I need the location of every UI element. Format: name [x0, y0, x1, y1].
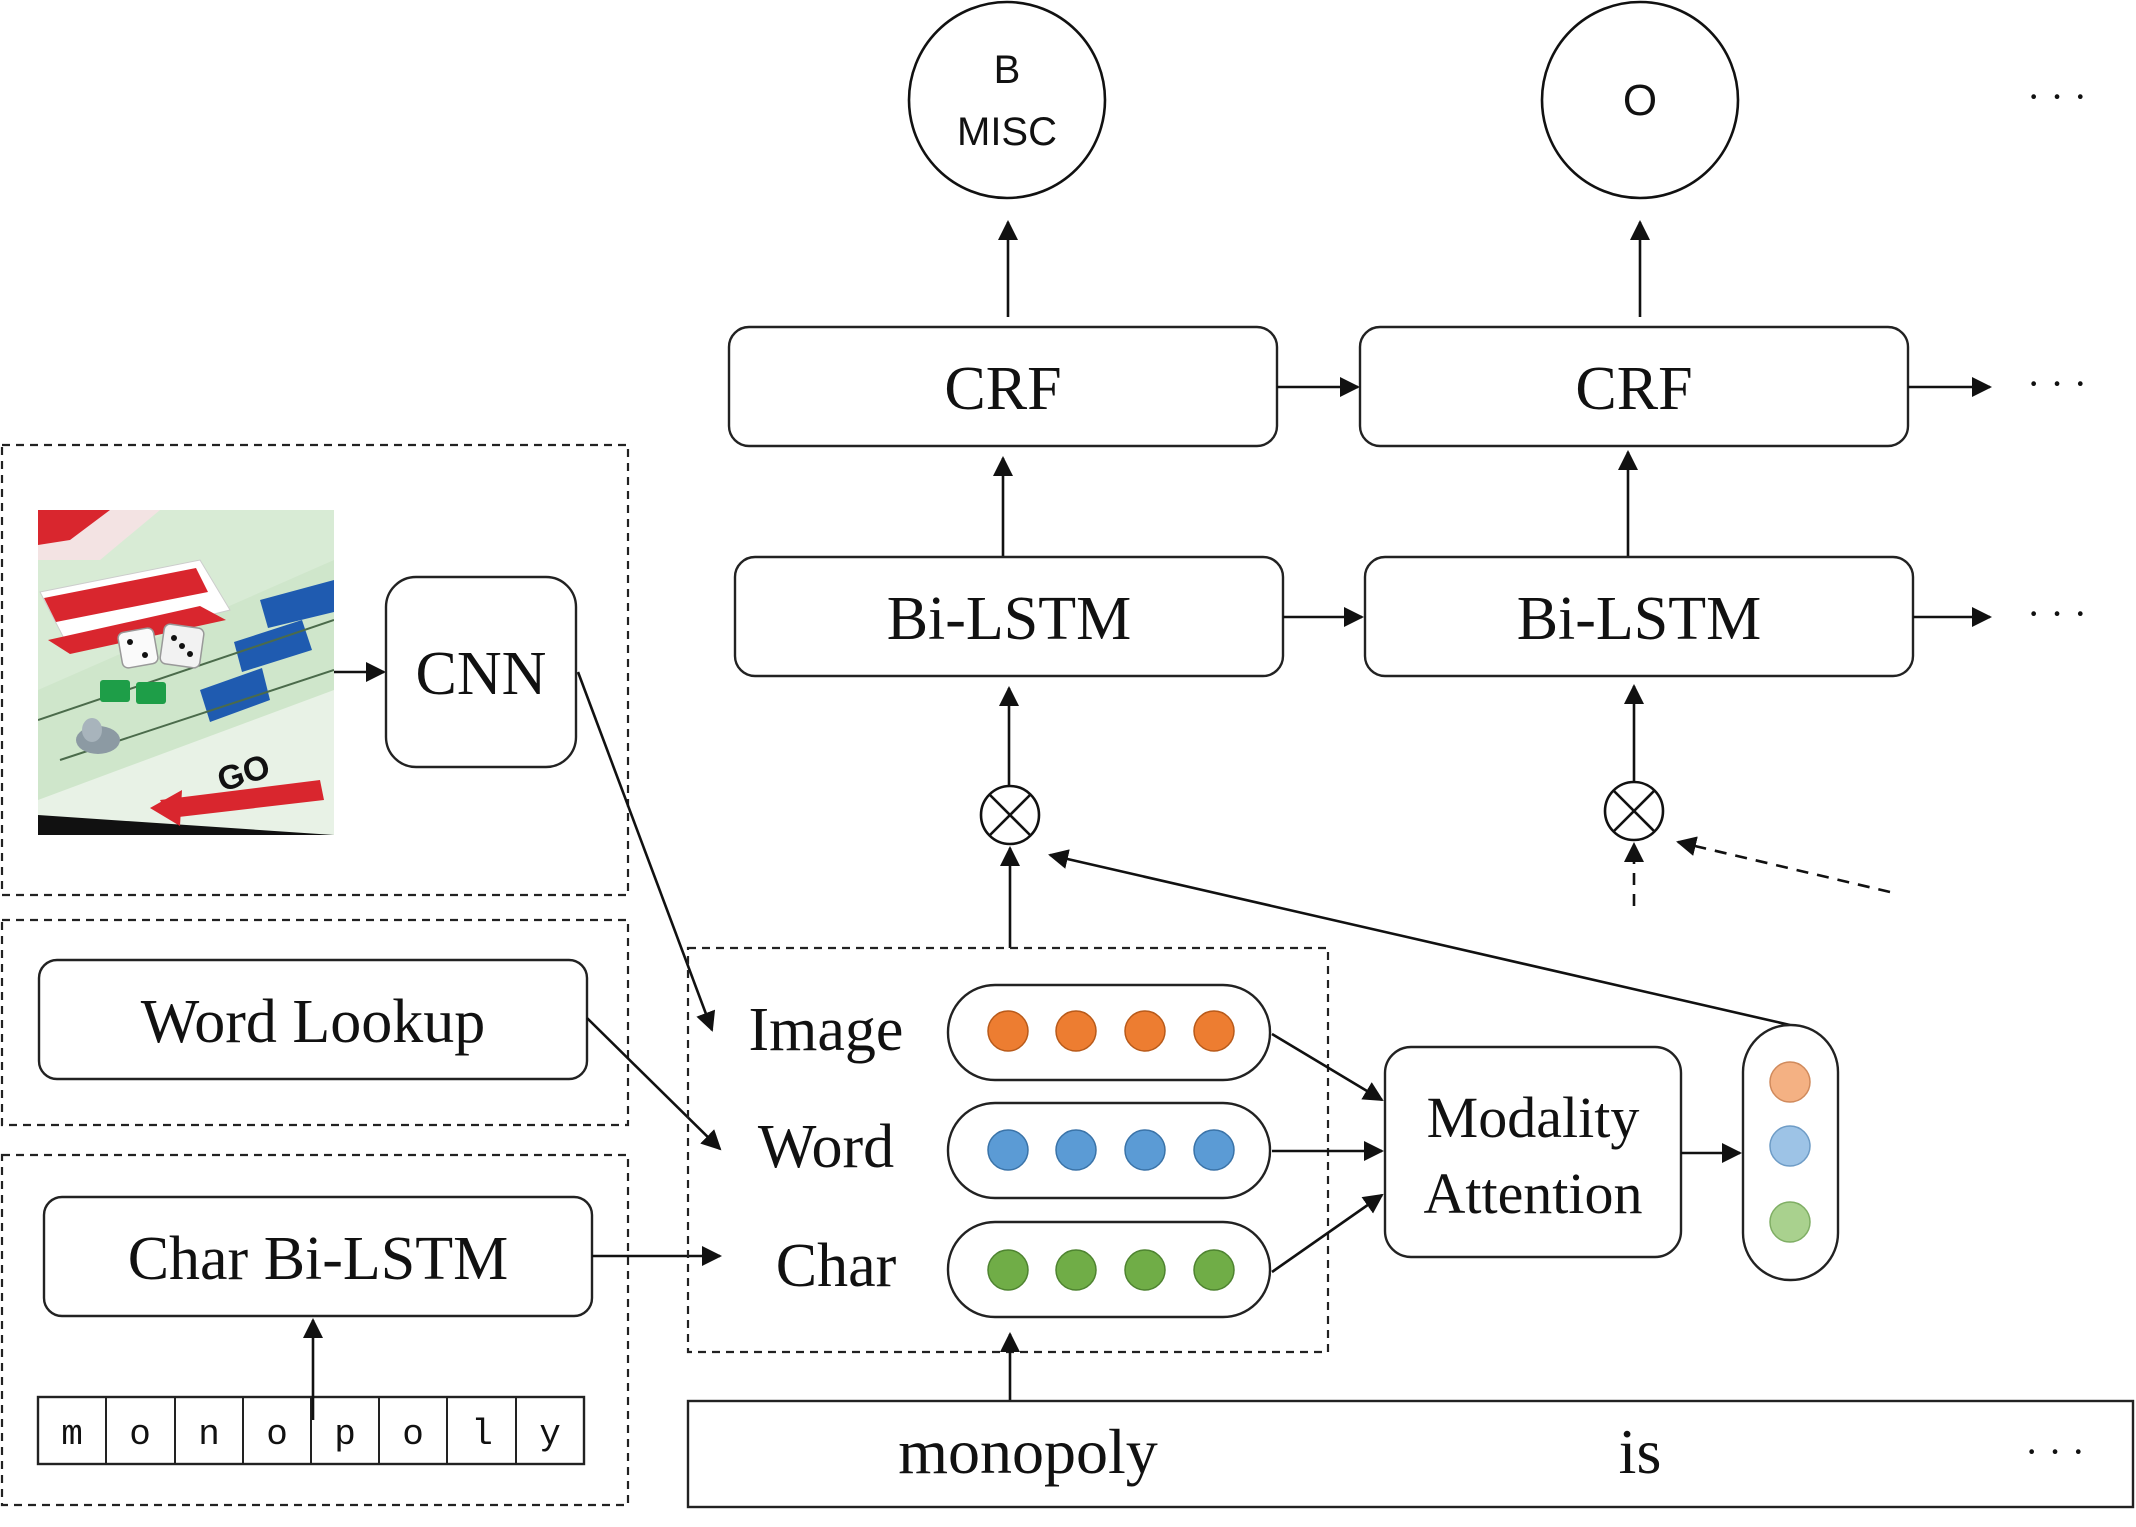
crf-ellipsis: · · ·: [2027, 361, 2087, 406]
arrow-image-vector-to-attention: [1271, 1032, 1384, 1102]
char-sequence: m o n o p o l y: [36, 1395, 586, 1466]
modality-label-image: Image: [749, 996, 904, 1064]
tag-b-text: B: [994, 48, 1021, 92]
modality-label-char: Char: [776, 1232, 897, 1300]
sentence-ellipsis: · · ·: [2025, 1429, 2085, 1474]
word-lookup-panel: [0, 918, 630, 1127]
tag-misc-text: MISC: [957, 110, 1057, 154]
cnn-box: CNN: [384, 575, 578, 769]
image-feature-vector: [946, 983, 1272, 1082]
arrow-word-lookup-to-word: [586, 1017, 722, 1151]
crf-box-1: CRF: [727, 325, 1279, 448]
word-lookup-label: Word Lookup: [141, 988, 486, 1056]
char-cell-5: o: [402, 1414, 424, 1455]
char-bilstm-box: Char Bi-LSTM: [42, 1195, 594, 1318]
arrow-cnn-to-image: [576, 671, 716, 1032]
arrow-char-vector-to-attention: [1271, 1193, 1384, 1274]
char-cell-7: y: [539, 1414, 561, 1455]
bilstm-label-1: Bi-LSTM: [887, 585, 1132, 653]
char-feature-vector: [946, 1220, 1272, 1319]
bilstm-ellipsis: · · ·: [2027, 591, 2087, 636]
monopoly-board-image: GO: [38, 510, 334, 835]
char-bilstm-label: Char Bi-LSTM: [128, 1225, 509, 1293]
crf-box-2: CRF: [1358, 325, 1910, 448]
sentence-word-is: is: [1619, 1416, 1662, 1487]
arrow-attention-to-mult1: [1048, 849, 1791, 1027]
image-panel: [0, 443, 630, 897]
bilstm-box-1: Bi-LSTM: [733, 555, 1285, 678]
multiply-node-1: [979, 784, 1041, 846]
char-cell-0: m: [61, 1414, 83, 1455]
crf-label-2: CRF: [1575, 355, 1692, 423]
output-tag-o: O: [1540, 0, 1740, 200]
char-cell-3: o: [266, 1414, 288, 1455]
sentence-word-monopoly: monopoly: [898, 1416, 1158, 1487]
output-tag-b-misc: B MISC: [907, 0, 1107, 200]
multiply-node-2: [1603, 780, 1665, 842]
cnn-label: CNN: [416, 640, 547, 708]
modality-label-word: Word: [758, 1113, 894, 1181]
bilstm-label-2: Bi-LSTM: [1517, 585, 1762, 653]
input-sentence-box: monopoly is · · ·: [686, 1399, 2135, 1509]
word-feature-vector: [946, 1101, 1272, 1200]
attention-label-line2: Attention: [1423, 1161, 1642, 1226]
attention-label-line1: Modality: [1427, 1085, 1640, 1150]
bilstm-box-2: Bi-LSTM: [1363, 555, 1915, 678]
output-ellipsis: · · ·: [2027, 74, 2087, 119]
tag-o-text: O: [1623, 76, 1657, 125]
char-panel: [0, 1153, 630, 1507]
modality-attention-box: Modality Attention: [1383, 1045, 1683, 1259]
char-cell-6: l: [471, 1414, 493, 1455]
attention-weights-vector: [1741, 1023, 1840, 1282]
word-lookup-box: Word Lookup: [37, 958, 589, 1081]
char-cell-2: n: [198, 1414, 220, 1455]
char-cell-1: o: [129, 1414, 151, 1455]
char-cell-4: p: [334, 1414, 356, 1455]
dashed-arrow-attention-to-mult2: [1676, 836, 1891, 894]
crf-label-1: CRF: [944, 355, 1061, 423]
